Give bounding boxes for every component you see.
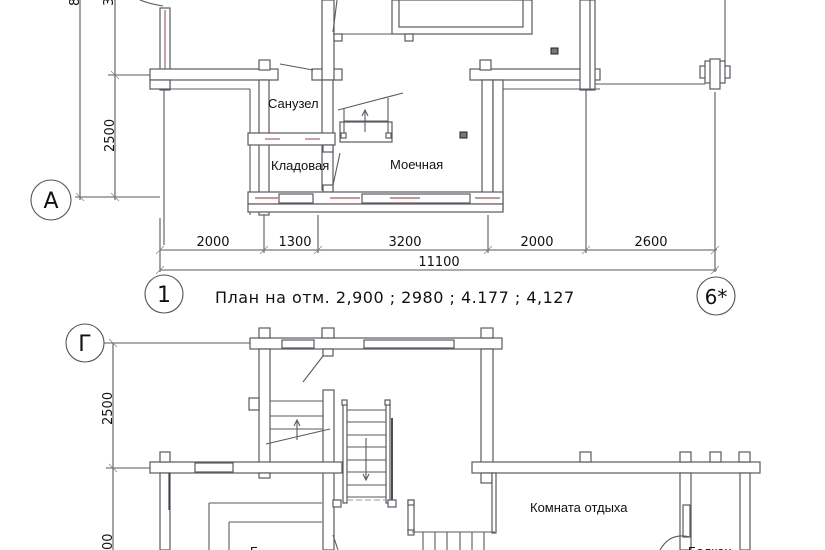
axis-bubble-6 <box>696 276 736 316</box>
dim-partial-8: 8 <box>68 0 83 6</box>
axis-bubble-a <box>30 179 72 221</box>
room-label-partial: Б <box>250 544 259 550</box>
room-label-kladovaya: Кладовая <box>271 158 329 173</box>
room-label-komnata-otdykha: Комната отдыха <box>530 500 628 515</box>
axis-label-1: 1 <box>157 283 171 308</box>
lower-plan: Г 2500 00 <box>65 323 761 550</box>
room-label-balkon: Балкон <box>688 544 732 550</box>
dim-2500-upper: 2500 <box>103 119 118 152</box>
dim-seg-2: 1300 <box>278 235 311 250</box>
dim-partial-lower: 00 <box>101 533 116 550</box>
dim-seg-3: 3200 <box>388 235 421 250</box>
device-icon <box>550 47 559 55</box>
dim-seg-1: 2000 <box>196 235 229 250</box>
axis-label-g: Г <box>78 332 91 357</box>
axis-bubble-1 <box>144 274 184 314</box>
room-label-moechnaya: Моечная <box>390 157 443 172</box>
dim-partial-3: 3 <box>102 0 117 6</box>
dim-seg-5: 2600 <box>634 235 667 250</box>
dim-total: 11100 <box>418 255 459 270</box>
axis-label-6: 6* <box>705 285 728 309</box>
dim-seg-4: 2000 <box>520 235 553 250</box>
device-icon <box>459 131 468 139</box>
axis-label-a: А <box>43 189 58 214</box>
room-label-sanuzel: Санузел <box>268 96 319 111</box>
upper-plan: 2500 8 3 А <box>30 0 736 316</box>
dim-2500-lower: 2500 <box>101 392 116 425</box>
plan-title: План на отм. 2,900 ; 2980 ; 4.177 ; 4,12… <box>215 288 575 307</box>
